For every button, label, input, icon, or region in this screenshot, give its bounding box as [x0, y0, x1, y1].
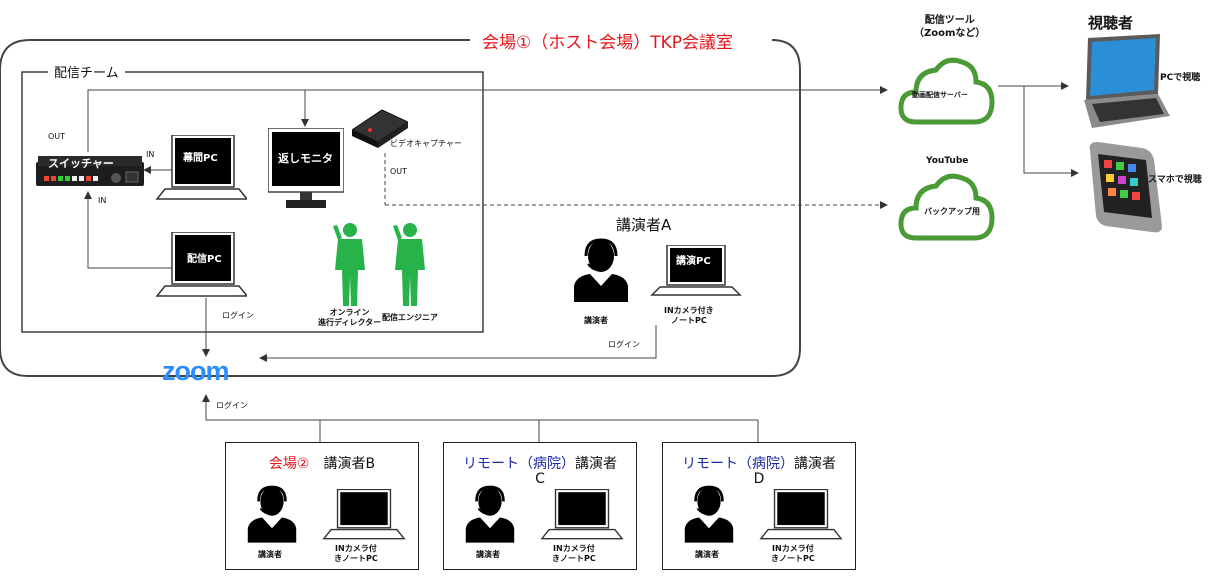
monitor-icon [267, 127, 345, 208]
remote-speaker-letter: C [535, 471, 545, 487]
engineer-label: 配信エンジニア [382, 313, 438, 322]
viewer-laptop [1070, 32, 1170, 132]
switcher-label: スイッチャー [48, 157, 114, 170]
headset-person-icon [683, 483, 735, 547]
caption-pc: 幕間PC [155, 134, 249, 203]
remote-login-label: ログイン [216, 401, 248, 410]
remote-speaker-prefix: リモート（病院） [682, 456, 794, 472]
remote-speaker-laptop-label: INカメラ付 きノートPC [552, 544, 596, 563]
smartphone-icon [1089, 142, 1162, 233]
speaker-a-title: 講演者A [616, 216, 672, 234]
return-monitor: 返しモニタ [267, 127, 345, 210]
director-label: オンライン 進行ディレクター [318, 308, 382, 327]
server-label: 動画配信サーバー [912, 91, 968, 99]
remote-speaker-name: 講演者 [794, 456, 836, 472]
tool-title: 配信ツール （Zoomなど） [914, 15, 986, 39]
remote-speaker-person-label: 講演者 [695, 550, 719, 559]
headset-person-icon [246, 483, 298, 547]
speaker-a-person [572, 236, 630, 302]
speaker-a-person-label: 講演者 [584, 316, 608, 325]
headset-person-icon [574, 238, 628, 302]
speaker-a-pc-label: 講演PC [676, 256, 711, 267]
staff-person-icon [393, 223, 425, 306]
viewer-phone [1084, 138, 1164, 236]
switcher-device: スイッチャー [36, 154, 144, 186]
remote-speaker-box: 会場② 講演者B 講演者 INカメラ付 きノートPC [225, 442, 419, 570]
backup-cloud: バックアップ用 [896, 168, 998, 244]
director-figure [330, 222, 370, 306]
video-capture-label: ビデオキャプチャー [390, 139, 462, 148]
remote-speaker-letter: D [753, 471, 765, 487]
switcher-icon [36, 156, 144, 186]
server-cloud: 動画配信サーバー [896, 52, 998, 128]
remote-speaker-name: 講演者 [575, 456, 617, 472]
laptop-icon [759, 488, 843, 545]
engineer-figure [390, 222, 430, 306]
remote-speaker-laptop-label: INカメラ付 きノートPC [771, 544, 815, 563]
laptop-icon [540, 488, 624, 545]
switcher-in-label-right: IN [146, 150, 155, 159]
speaker-a-login-label: ログイン [608, 340, 640, 349]
backup-title: YouTube [926, 156, 969, 166]
remote-speaker-title: 会場② 講演者B [226, 453, 418, 473]
venue-title: 会場①（ホスト会場）TKP会議室 [478, 28, 738, 53]
remote-speaker-title: リモート（病院）講演者 [663, 453, 855, 473]
capture-out-label: OUT [390, 167, 408, 176]
laptop-icon [155, 134, 249, 200]
viewers-title: 視聴者 [1088, 14, 1134, 32]
zoom-logo: zoom [162, 356, 229, 386]
laptop-icon [322, 488, 406, 545]
staff-person-icon [333, 223, 365, 306]
stream-pc-label: 配信PC [187, 254, 222, 265]
cloud-icon [898, 173, 995, 241]
remote-speaker-prefix: リモート（病院） [463, 456, 575, 472]
laptop-icon [155, 231, 249, 297]
remote-speaker-prefix: 会場② [268, 456, 310, 472]
backup-label: バックアップ用 [924, 207, 980, 216]
speaker-a-pc: 講演PC [650, 244, 742, 297]
return-monitor-label: 返しモニタ [278, 152, 333, 165]
remote-speaker-name: 講演者B [323, 456, 376, 472]
headset-person-icon [464, 483, 516, 547]
laptop-viewer-icon [1084, 34, 1170, 128]
remote-speaker-person-label: 講演者 [476, 550, 500, 559]
switcher-in-label-bottom: IN [98, 196, 107, 205]
stream-pc: 配信PC [155, 231, 249, 300]
switcher-out-label: OUT [48, 132, 66, 141]
cloud-icon [898, 57, 995, 125]
speaker-a-laptop-label: INカメラ付き ノートPC [664, 306, 714, 325]
team-label: 配信チーム [48, 62, 125, 81]
remote-speaker-person-label: 講演者 [258, 550, 282, 559]
laptop-icon [650, 244, 742, 296]
caption-pc-label: 幕間PC [183, 153, 218, 164]
remote-speaker-title: リモート（病院）講演者 [444, 453, 636, 473]
remote-speaker-laptop-label: INカメラ付 きノートPC [334, 544, 378, 563]
viewer-phone-label: スマホで視聴 [1148, 175, 1202, 185]
stream-pc-login-label: ログイン [222, 311, 254, 320]
viewer-pc-label: PCで視聴 [1160, 73, 1201, 83]
